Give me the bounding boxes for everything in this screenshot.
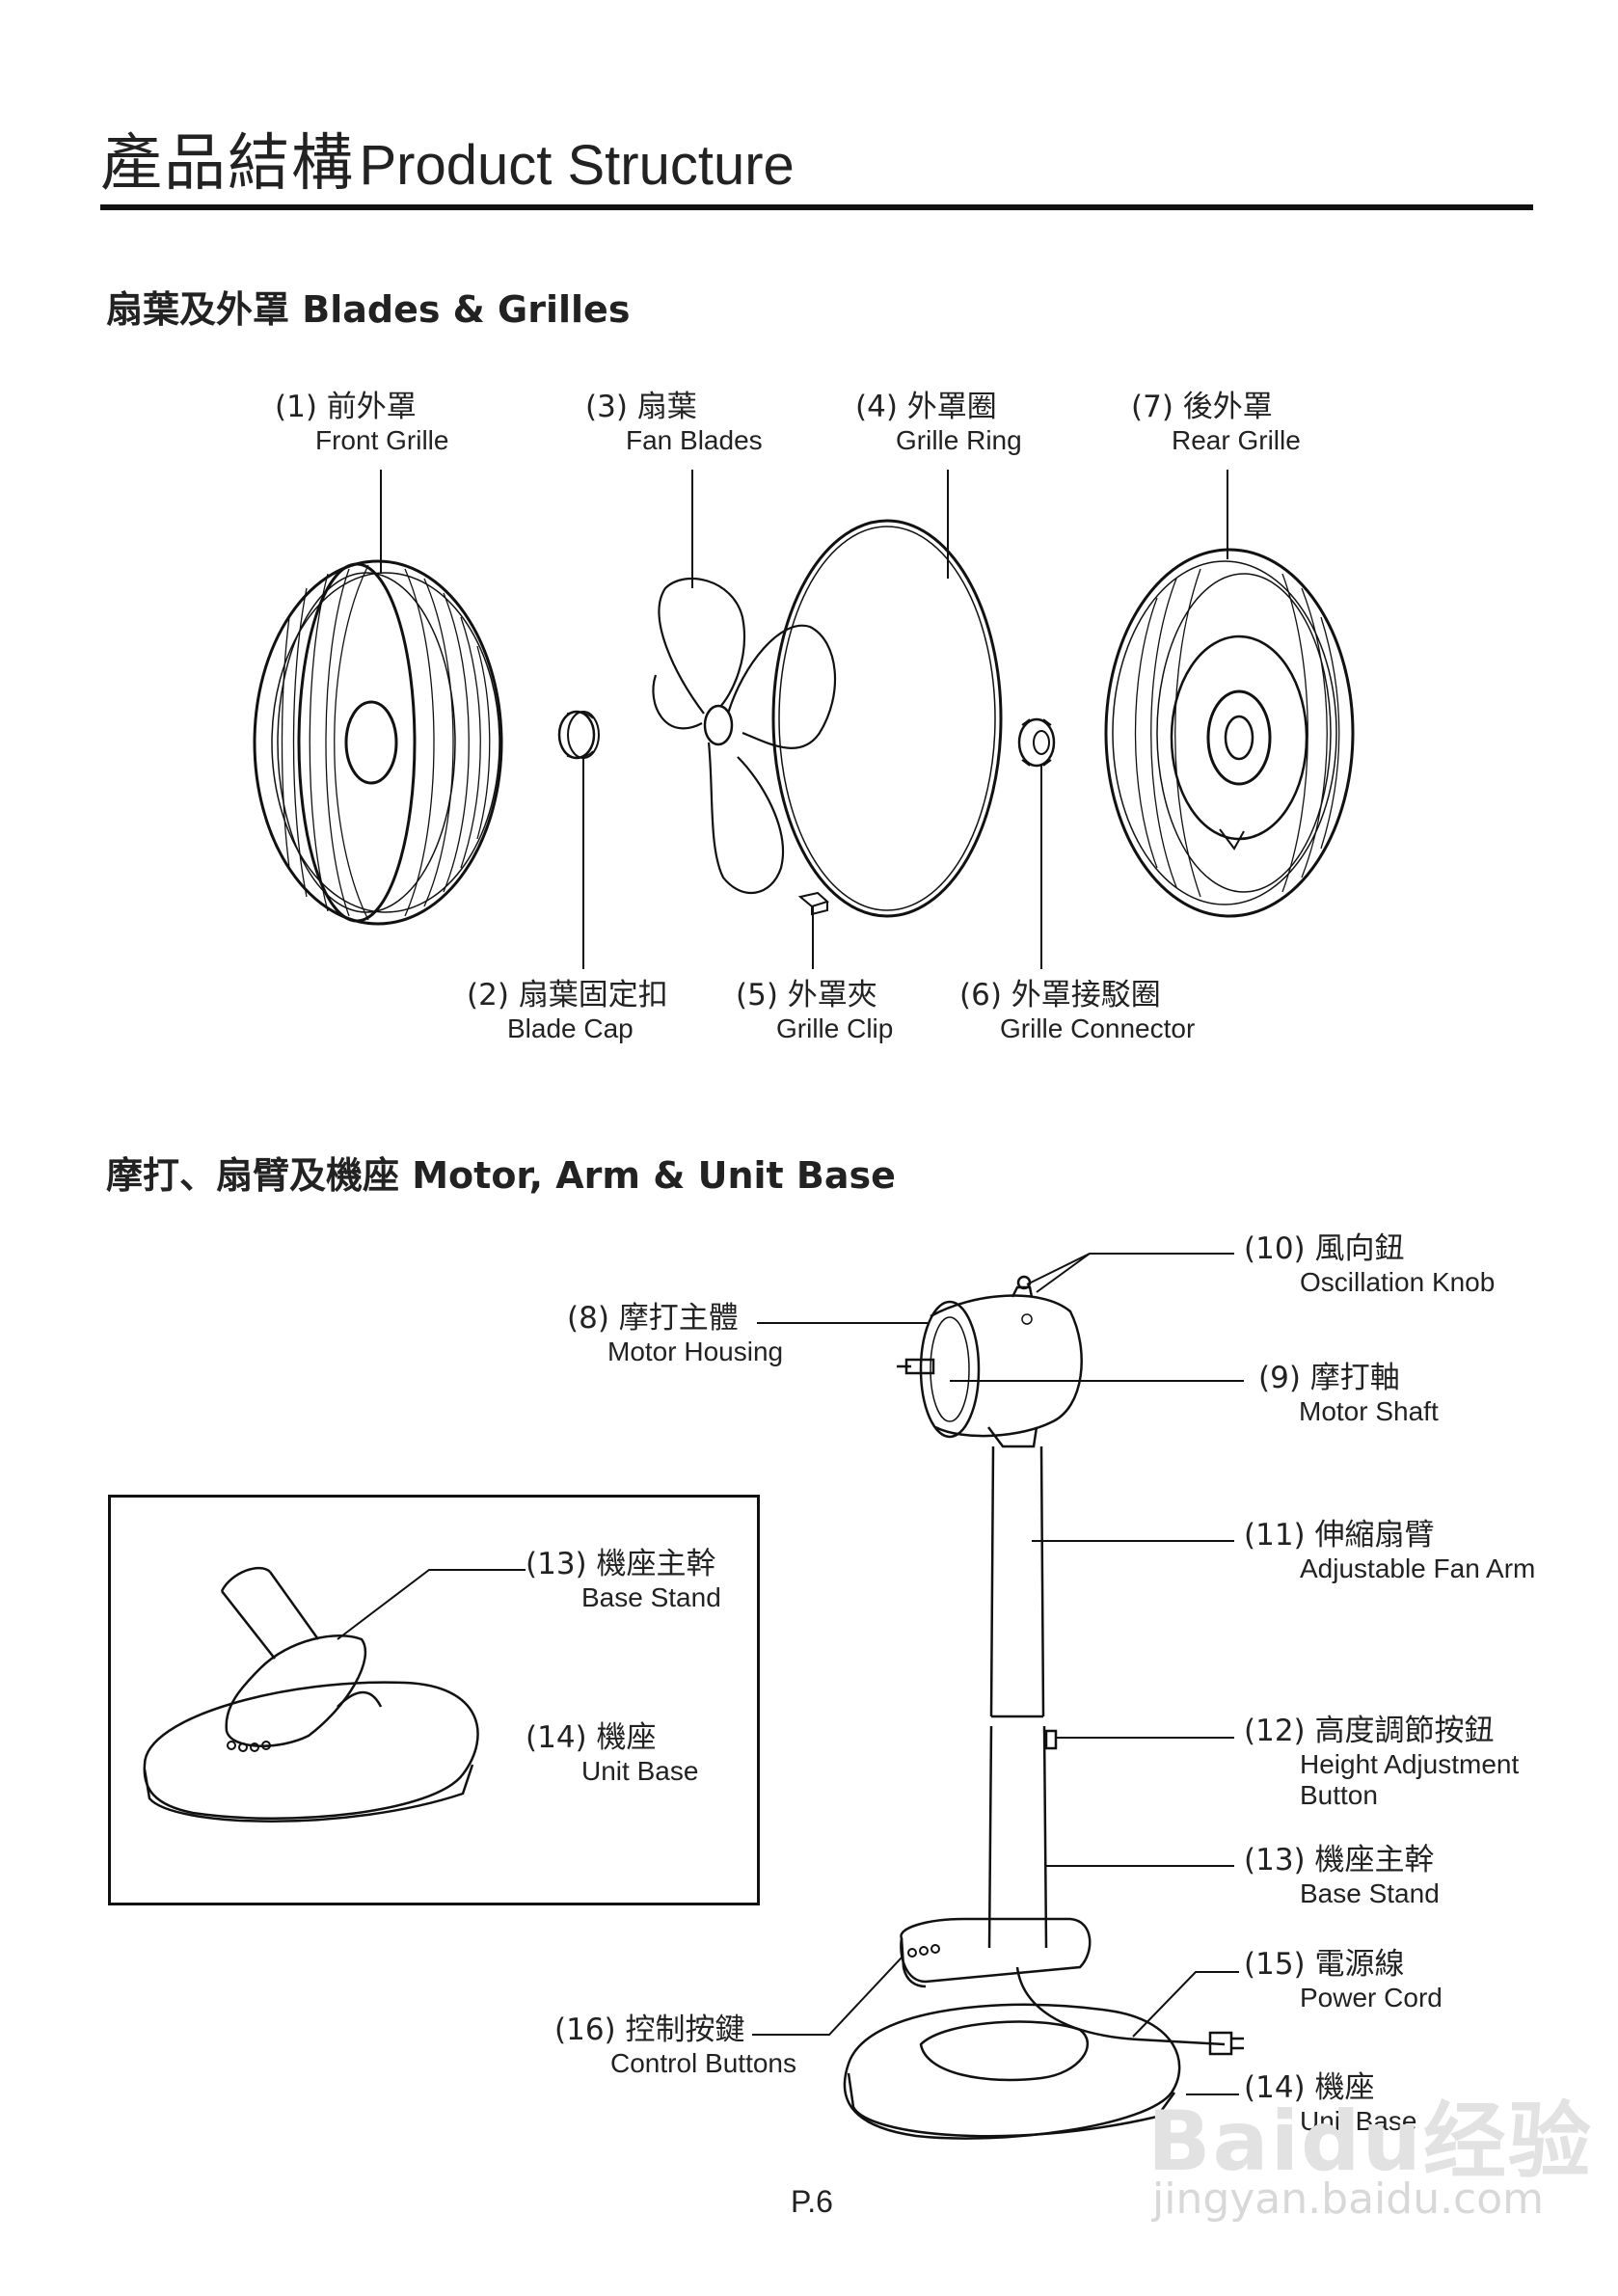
label-base-stand-zh: (13) 機座主幹 xyxy=(1244,1843,1435,1877)
motor-housing-drawing xyxy=(897,1275,1083,1439)
label-base-stand-en: Base Stand xyxy=(1300,1877,1440,1908)
label-inset-base-stand-zh: (13) 機座主幹 xyxy=(526,1547,716,1581)
fan-arm-drawing xyxy=(987,1426,1058,1949)
label-height-adjustment-button-zh: (12) 高度調節按鈕 xyxy=(1244,1714,1495,1748)
watermark-logo: Baidu经验 xyxy=(1147,2093,1593,2190)
label-rear-grille-en: Rear Grille xyxy=(1172,424,1301,455)
fan-blades-drawing xyxy=(652,577,837,895)
front-grille-drawing xyxy=(253,559,503,926)
rear-grille-drawing xyxy=(1104,548,1355,918)
label-grille-clip-en: Grille Clip xyxy=(776,1013,894,1043)
label-fan-blades: (3) 扇葉 Fan Blades xyxy=(585,390,763,456)
blade-cap-drawing xyxy=(557,710,600,760)
label-control-buttons: (16) 控制按鍵 Control Buttons xyxy=(554,2012,796,2079)
label-adjustable-fan-arm-zh: (11) 伸縮扇臂 xyxy=(1244,1518,1435,1553)
page-title: 產品結構 Product Structure xyxy=(100,114,795,203)
label-height-adjustment-button: (12) 高度調節按鈕 Height Adjustment Button xyxy=(1244,1714,1520,1811)
label-rear-grille: (7) 後外罩 Rear Grille xyxy=(1131,390,1301,456)
label-motor-shaft: (9) 摩打軸 Motor Shaft xyxy=(1258,1361,1439,1427)
label-grille-connector-zh: (6) 外罩接駁圈 xyxy=(959,978,1161,1013)
label-oscillation-knob-zh: (10) 風向鈕 xyxy=(1244,1231,1405,1266)
label-front-grille: (1) 前外罩 Front Grille xyxy=(275,390,449,456)
label-inset-unit-base-en: Unit Base xyxy=(581,1755,699,1786)
label-blade-cap: (2) 扇葉固定扣 Blade Cap xyxy=(467,978,668,1044)
label-blade-cap-en: Blade Cap xyxy=(507,1013,634,1043)
label-grille-connector: (6) 外罩接駁圈 Grille Connector xyxy=(959,978,1196,1044)
label-oscillation-knob-en: Oscillation Knob xyxy=(1300,1266,1496,1297)
label-oscillation-knob: (10) 風向鈕 Oscillation Knob xyxy=(1244,1231,1496,1298)
label-front-grille-en: Front Grille xyxy=(315,424,449,455)
page-title-zh: 產品結構 xyxy=(100,128,355,200)
label-motor-housing-zh: (8) 摩打主體 xyxy=(567,1301,739,1336)
page-number: P.6 xyxy=(791,2184,833,2219)
label-unit-base-zh: (14) 機座 xyxy=(1244,2070,1375,2105)
label-grille-ring-zh: (4) 外罩圈 xyxy=(855,390,997,424)
label-adjustable-fan-arm-en: Adjustable Fan Arm xyxy=(1300,1553,1536,1583)
label-power-cord-en: Power Cord xyxy=(1300,1982,1443,2012)
label-control-buttons-zh: (16) 控制按鍵 xyxy=(554,2012,745,2047)
label-grille-clip-zh: (5) 外罩夾 xyxy=(736,978,877,1013)
label-inset-unit-base: (14) 機座 Unit Base xyxy=(526,1720,699,1787)
label-motor-shaft-en: Motor Shaft xyxy=(1299,1395,1439,1426)
label-grille-clip: (5) 外罩夾 Grille Clip xyxy=(736,978,894,1044)
label-inset-base-stand: (13) 機座主幹 Base Stand xyxy=(526,1547,721,1613)
label-unit-base: (14) 機座 Unit Base xyxy=(1244,2070,1417,2137)
label-grille-ring-en: Grille Ring xyxy=(896,424,1022,455)
label-base-stand: (13) 機座主幹 Base Stand xyxy=(1244,1843,1440,1909)
label-unit-base-en: Unit Base xyxy=(1300,2105,1417,2136)
section-heading-motor: 摩打、扇臂及機座 Motor, Arm & Unit Base xyxy=(106,1154,896,1197)
label-inset-base-stand-en: Base Stand xyxy=(581,1581,721,1612)
section-heading-blades: 扇葉及外罩 Blades & Grilles xyxy=(106,288,631,331)
label-adjustable-fan-arm: (11) 伸縮扇臂 Adjustable Fan Arm xyxy=(1244,1518,1536,1584)
inset-base-drawing xyxy=(143,1566,479,1823)
label-motor-housing: (8) 摩打主體 Motor Housing xyxy=(567,1301,784,1367)
unit-base-drawing xyxy=(843,1917,1244,2140)
label-inset-unit-base-zh: (14) 機座 xyxy=(526,1720,657,1755)
leader-lines-blades xyxy=(380,470,1228,969)
label-grille-ring: (4) 外罩圈 Grille Ring xyxy=(855,390,1022,456)
label-blade-cap-zh: (2) 扇葉固定扣 xyxy=(467,978,668,1013)
label-fan-blades-en: Fan Blades xyxy=(626,424,763,455)
label-rear-grille-zh: (7) 後外罩 xyxy=(1131,390,1273,424)
watermark-url: jingyan.baidu.com xyxy=(1152,2174,1545,2224)
label-height-adjustment-button-en: Height Adjustment xyxy=(1300,1748,1520,1779)
label-motor-housing-en: Motor Housing xyxy=(607,1336,784,1366)
leader-lines-motor xyxy=(337,1253,1244,2095)
grille-connector-drawing xyxy=(1017,717,1056,768)
inset-frame xyxy=(108,1495,760,1905)
label-front-grille-zh: (1) 前外罩 xyxy=(275,390,417,424)
label-motor-shaft-zh: (9) 摩打軸 xyxy=(1258,1361,1400,1395)
page-title-en: Product Structure xyxy=(359,134,795,197)
label-power-cord: (15) 電源線 Power Cord xyxy=(1244,1947,1443,2013)
label-power-cord-zh: (15) 電源線 xyxy=(1244,1947,1405,1982)
label-control-buttons-en: Control Buttons xyxy=(610,2047,796,2078)
label-fan-blades-zh: (3) 扇葉 xyxy=(585,390,697,424)
label-height-adjustment-button-en2: Button xyxy=(1300,1779,1378,1810)
grille-ring-drawing xyxy=(771,519,1003,918)
label-grille-connector-en: Grille Connector xyxy=(1000,1013,1196,1043)
title-divider xyxy=(100,204,1533,210)
